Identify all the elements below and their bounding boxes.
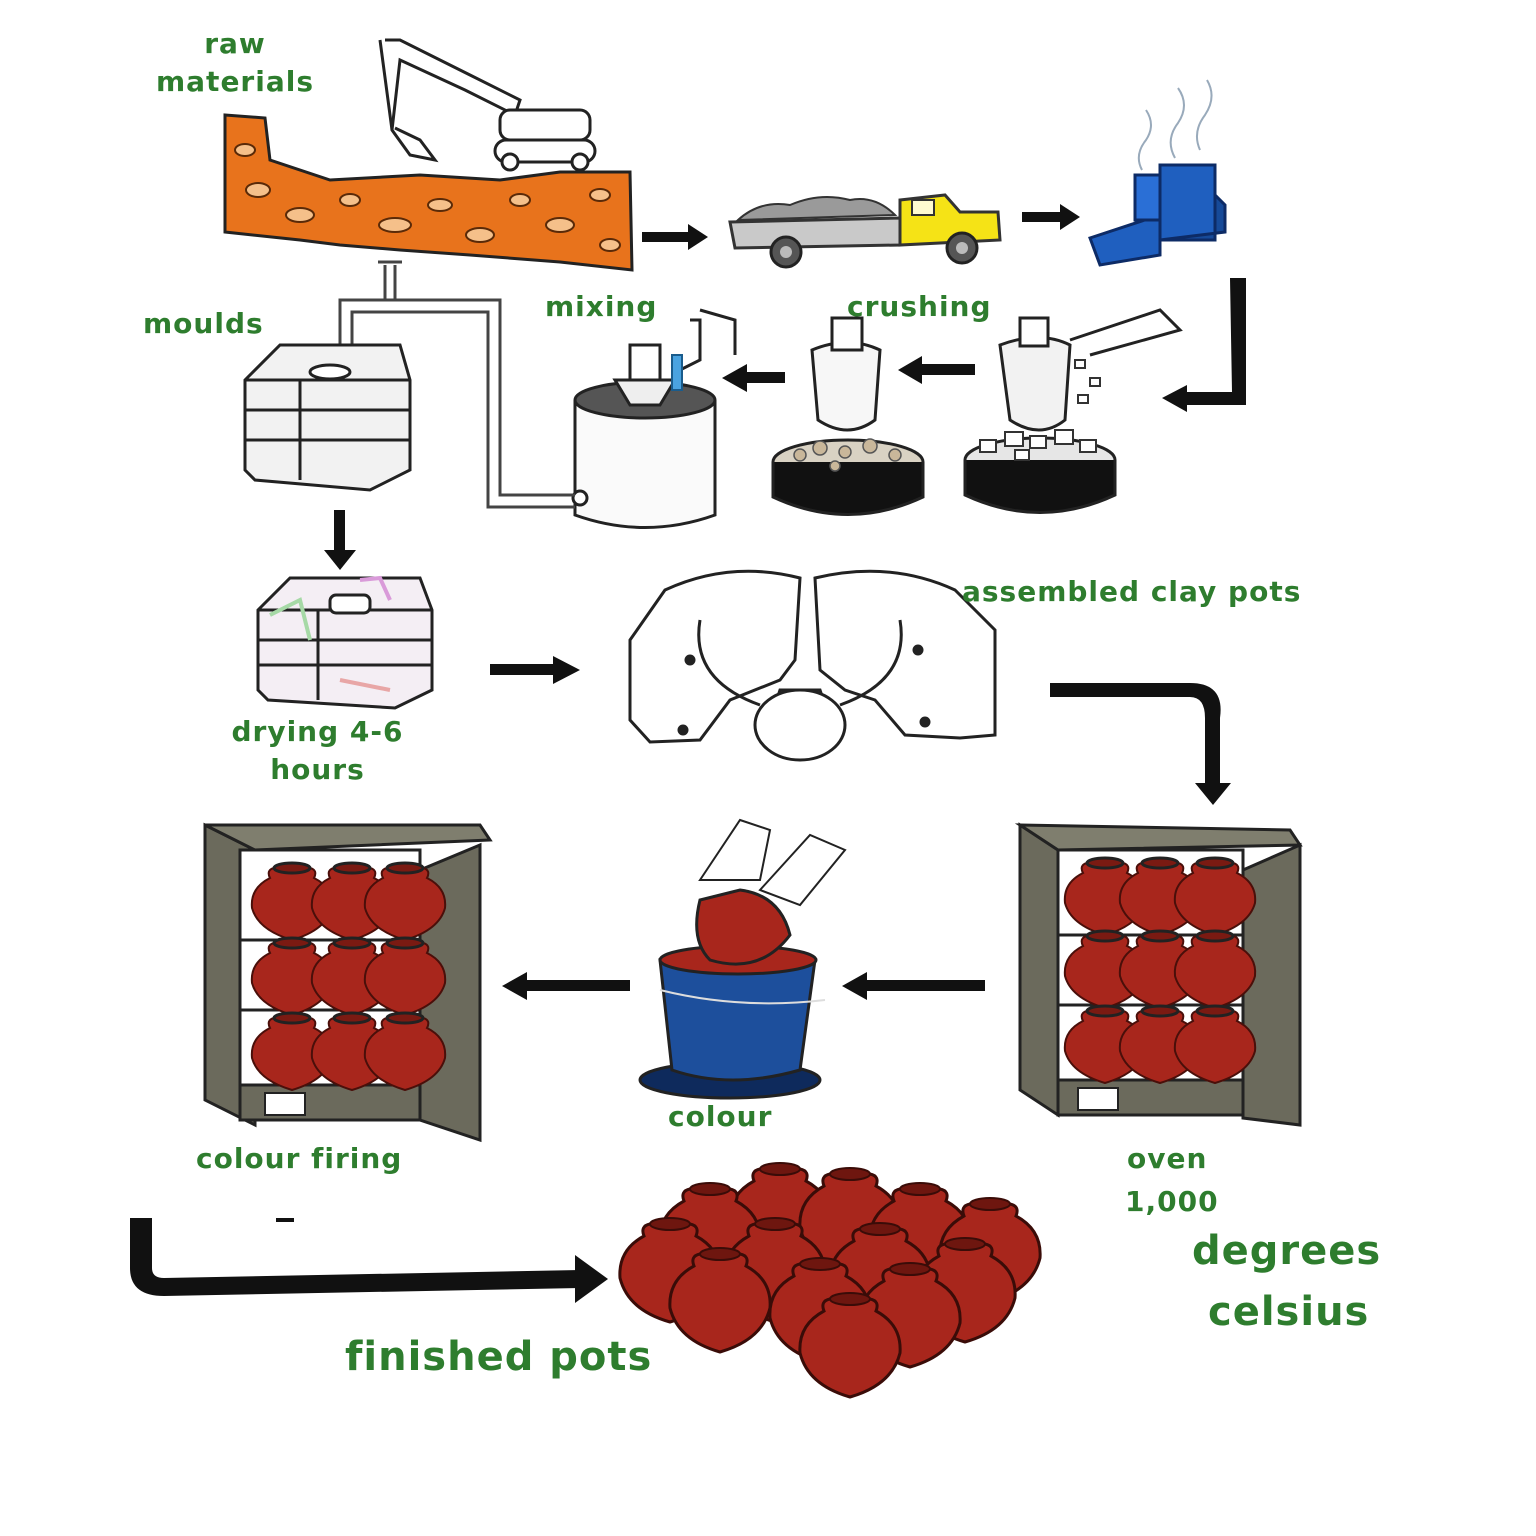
label-assembled-clay-pots: assembled clay pots xyxy=(962,575,1302,608)
label-crushing: crushing xyxy=(847,290,992,323)
arrow-oven-to-colour xyxy=(842,972,985,1000)
label-oven-temp: 1,000 xyxy=(1125,1185,1219,1218)
finished-pots-pile xyxy=(618,1161,1042,1399)
label-oven-celsius: celsius xyxy=(1208,1289,1370,1335)
label-raw-materials-line2: materials xyxy=(155,64,314,98)
colour-bucket xyxy=(638,818,847,1100)
arrow-quarry-to-truck xyxy=(642,224,708,250)
mixing-tank xyxy=(571,308,737,529)
label-colour-firing: colour firing xyxy=(196,1142,403,1175)
crusher-machine-right xyxy=(963,308,1183,514)
label-oven: oven xyxy=(1127,1142,1208,1175)
arrow-moulds-down xyxy=(324,510,356,570)
moulds-block xyxy=(243,343,412,492)
pipe-mixing-to-moulds xyxy=(338,260,575,509)
crusher-machine-left xyxy=(771,316,925,516)
oven-1000-degrees xyxy=(1014,822,1303,1127)
arrow-truck-to-factory xyxy=(1022,204,1080,230)
factory xyxy=(1088,79,1227,267)
drying-moulds-block xyxy=(256,575,434,710)
arrow-drying-to-assembled xyxy=(490,656,580,684)
arrow-crushing-left xyxy=(898,356,975,384)
label-drying-line1: drying 4-6 xyxy=(231,715,404,748)
label-raw-materials: raw materials xyxy=(140,25,330,101)
arrow-firing-to-finished xyxy=(130,1218,608,1303)
label-finished-pots: finished pots xyxy=(345,1334,653,1380)
label-colour: colour xyxy=(668,1100,773,1133)
arrow-factory-down xyxy=(1162,278,1246,412)
dump-truck xyxy=(728,193,1002,269)
arrow-assembled-to-oven xyxy=(1050,683,1231,805)
arrow-colour-to-firing xyxy=(502,972,630,1000)
arrow-to-mixing xyxy=(722,364,785,392)
label-mixing: mixing xyxy=(545,290,658,323)
label-oven-degrees: degrees xyxy=(1192,1228,1382,1274)
label-raw-materials-line1: raw xyxy=(204,27,266,60)
oven-colour-firing xyxy=(203,822,493,1143)
label-drying-line2: hours xyxy=(270,752,365,786)
raw-materials-quarry xyxy=(223,113,634,272)
label-drying: drying 4-6 hours xyxy=(205,713,430,789)
label-moulds: moulds xyxy=(143,307,264,340)
excavator xyxy=(378,38,597,172)
assembled-mould xyxy=(628,569,997,762)
